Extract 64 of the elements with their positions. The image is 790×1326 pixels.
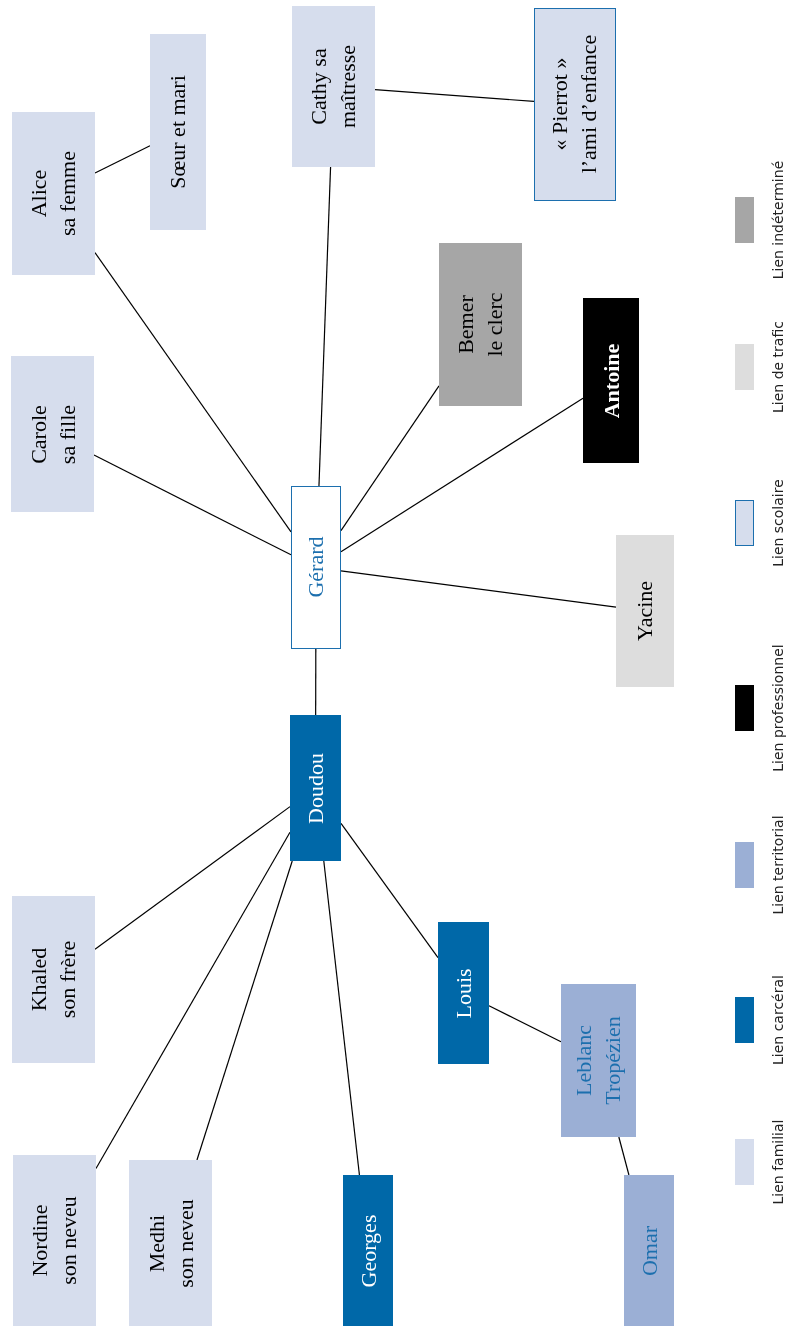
node-text: Alice [24,169,52,218]
node-text: son frère [53,940,81,1019]
person-box [561,984,636,1137]
person-box [439,243,522,406]
connector-line [618,1136,630,1176]
legend-label: Lien indéterminé [769,159,787,282]
person-box [150,34,206,230]
node-text: Leblanc [569,1025,597,1096]
connector-line [323,860,361,1176]
person-box [583,298,639,463]
person-box [291,486,341,649]
connector-line [94,252,292,533]
node-text: Antoine [596,343,624,418]
person-box [292,6,375,167]
node-text: Bemer [451,295,479,354]
node-text: le clerc [480,292,508,357]
person-box [11,356,94,512]
node-text: « Pierrot » [545,57,573,151]
person-box [343,1175,393,1326]
node-text: Doudou [301,752,329,824]
node-text: Cathy sa maîtresse [304,43,361,131]
node-text: Tropézien [598,1016,626,1105]
person-box [12,112,95,275]
person-box [534,8,616,201]
node-text: Gérard [301,536,329,598]
node-text: son neveu [170,1198,198,1288]
connector-line [340,570,617,608]
legend-label: Lien scolaire [769,478,787,569]
node-text: son neveu [54,1196,82,1285]
connector-line [315,648,317,716]
legend-label: Lien carcéral [769,974,787,1067]
person-box [13,1155,96,1326]
person-box [12,896,95,1063]
legend-label: Lien professionnel [769,643,787,774]
connector-line [94,806,291,950]
node-text: Khaled [24,947,52,1012]
person-box [438,922,489,1064]
node-text: Yacine [630,580,658,642]
connector-line [488,1005,562,1043]
node-text: Louis [449,967,477,1019]
person-box [624,1175,674,1326]
connector-line [93,454,292,556]
node-text: Medhi [141,1214,169,1272]
connector-line [318,166,332,487]
node-text: Georges [353,1214,382,1287]
connector-line [340,385,440,532]
legend-label: Lien territorial [769,814,787,917]
node-text: sa fille [52,404,80,464]
legend-label: Lien familial [769,1118,787,1207]
node-text: l’ami d’enfance [574,34,602,174]
person-box [616,535,674,687]
legend-label: Lien de trafic [769,320,787,415]
connector-line [374,89,535,103]
connector-line [340,397,584,553]
node-text: Omar [634,1225,662,1276]
node-text: Carole [23,404,51,464]
connector-line [340,822,439,959]
person-box [290,715,341,861]
connector-line [196,860,293,1161]
node-text: sa femme [53,151,81,236]
node-text: Sœur et mari [163,75,191,189]
connector-line [94,145,151,174]
person-box [129,1160,212,1326]
node-text: Nordine [25,1204,53,1277]
